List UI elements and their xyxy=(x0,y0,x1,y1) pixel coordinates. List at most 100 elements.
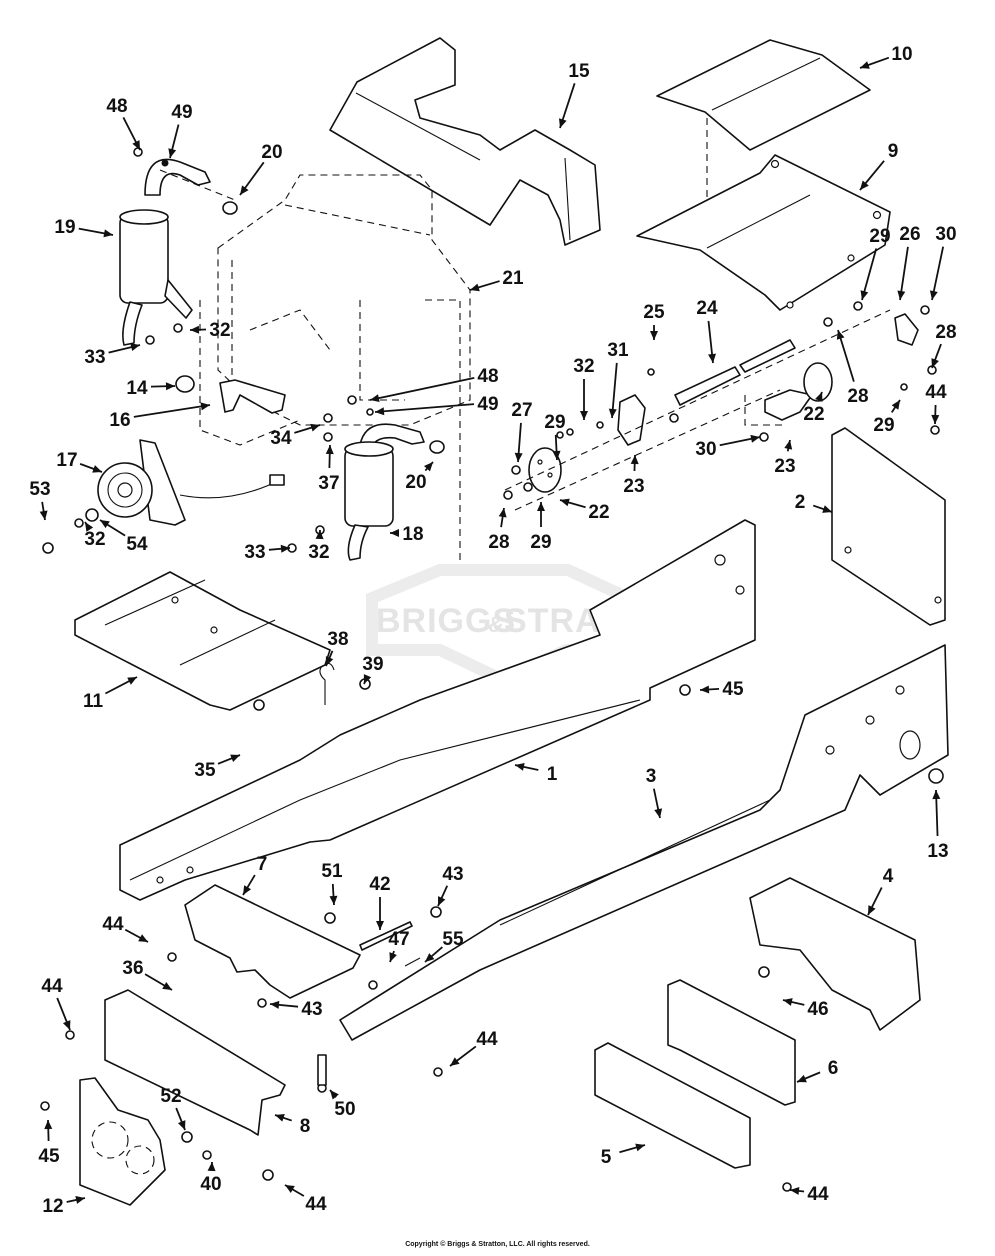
callout-dash-cover[interactable]: 10 xyxy=(859,44,913,69)
callout-screw-45-frame[interactable]: 45 xyxy=(699,679,744,700)
part-dash-cover[interactable] xyxy=(656,39,871,151)
callout-nut-51[interactable]: 51 xyxy=(321,861,343,906)
part-gasket-lower[interactable] xyxy=(429,440,445,454)
part-hood-support[interactable] xyxy=(329,37,601,246)
part-dash-panel[interactable] xyxy=(636,154,891,311)
callout-screw-44-axle-bracket[interactable]: 44 xyxy=(102,914,149,943)
part-muffler-right[interactable] xyxy=(344,423,425,561)
callout-washer-d[interactable]: 29 xyxy=(873,399,901,436)
part-engine[interactable] xyxy=(199,174,471,560)
callout-washer-43-upper[interactable]: 43 xyxy=(437,864,464,907)
callout-screw-44-housing[interactable]: 44 xyxy=(284,1184,327,1215)
part-pin[interactable] xyxy=(359,921,413,951)
callout-lockwasher-muffler-left[interactable]: 32 xyxy=(189,320,231,341)
callout-front-axle-bracket[interactable]: 7 xyxy=(242,854,267,896)
callout-engine-bracket[interactable]: 16 xyxy=(109,402,211,431)
callout-bolt-53[interactable]: 53 xyxy=(29,479,51,521)
part-channel-upper[interactable] xyxy=(667,979,796,1106)
callout-washer-54[interactable]: 54 xyxy=(99,519,148,555)
callout-grommet[interactable]: 13 xyxy=(927,789,949,862)
part-front-bumper-bracket[interactable] xyxy=(104,989,286,1136)
callout-washer-49-left[interactable]: 49 xyxy=(168,102,193,159)
callout-gasket-lower[interactable]: 20 xyxy=(405,461,434,493)
callout-washer-49-right[interactable]: 49 xyxy=(374,394,499,416)
callout-hood-support[interactable]: 15 xyxy=(559,61,590,129)
callout-bolt-left[interactable]: 28 xyxy=(488,507,510,553)
part-engine-bracket[interactable] xyxy=(219,379,286,414)
callout-muffler-left[interactable]: 19 xyxy=(54,217,114,238)
callout-washer-c[interactable]: 29 xyxy=(860,226,891,301)
callout-channel-upper[interactable]: 6 xyxy=(796,1058,838,1083)
callout-screw-48-right[interactable]: 48 xyxy=(369,366,499,403)
part-pin-50[interactable] xyxy=(317,1054,327,1086)
callout-muffler-right[interactable]: 18 xyxy=(390,524,424,545)
callout-pin[interactable]: 42 xyxy=(369,874,391,930)
callout-nut-34[interactable]: 34 xyxy=(270,423,321,449)
part-gear-housing[interactable] xyxy=(79,1077,166,1206)
callout-front-bumper-bracket[interactable]: 8 xyxy=(274,1114,310,1137)
callout-side-plate[interactable]: 2 xyxy=(795,492,833,513)
callout-screw-40[interactable]: 40 xyxy=(200,1161,222,1195)
part-hook[interactable] xyxy=(319,662,335,705)
callout-engine[interactable]: 21 xyxy=(469,268,524,292)
callout-frame-rail-left[interactable]: 1 xyxy=(514,762,558,785)
callout-washer-47[interactable]: 47 xyxy=(388,929,410,963)
callout-bolt-31[interactable]: 31 xyxy=(607,340,629,419)
part-front-axle-bracket[interactable] xyxy=(184,884,361,999)
callout-gear-housing[interactable]: 12 xyxy=(42,1196,86,1217)
part-frame-rail-left[interactable] xyxy=(119,519,756,901)
callout-screw-44-rail[interactable]: 44 xyxy=(449,1029,498,1067)
callout-dash-panel[interactable]: 9 xyxy=(859,141,898,191)
callout-screw-45-housing[interactable]: 45 xyxy=(38,1119,60,1167)
callout-engine-mount-plate[interactable]: 11 xyxy=(83,676,138,712)
callout-nut-middle[interactable]: 30 xyxy=(695,434,761,460)
callout-set-screw[interactable]: 25 xyxy=(643,302,665,340)
callout-screw-muffler-right[interactable]: 33 xyxy=(244,542,291,563)
callout-bearing-block-end[interactable]: 26 xyxy=(897,224,921,301)
part-muffler-left[interactable] xyxy=(119,158,211,346)
part-engine-mount-plate[interactable] xyxy=(74,571,331,711)
callout-flange-left[interactable]: 22 xyxy=(559,498,610,523)
callout-lockwasher-clutch[interactable]: 32 xyxy=(84,521,106,550)
callout-screw-44-channel[interactable]: 44 xyxy=(789,1184,829,1205)
callout-seal[interactable]: 14 xyxy=(126,378,176,399)
callout-shaft[interactable]: 24 xyxy=(696,298,718,364)
callout-bolt-right-lower[interactable]: 28 xyxy=(931,322,957,369)
callout-nut-46[interactable]: 46 xyxy=(782,998,829,1020)
callout-washer-a[interactable]: 29 xyxy=(544,412,566,461)
callout-lockwasher-muffler-right[interactable]: 32 xyxy=(308,529,330,563)
part-gasket-upper[interactable] xyxy=(222,201,238,215)
callout-screw-44-bumper[interactable]: 44 xyxy=(41,976,71,1031)
part-shaft-assembly[interactable] xyxy=(528,313,919,493)
callout-bolt-35[interactable]: 35 xyxy=(194,754,241,781)
callout-nut-52[interactable]: 52 xyxy=(160,1086,186,1131)
part-rear-bracket[interactable] xyxy=(749,877,921,1031)
callout-washer-43-lower[interactable]: 43 xyxy=(269,999,323,1020)
part-side-plate[interactable] xyxy=(831,427,946,626)
part-cotter-pin[interactable] xyxy=(404,957,421,967)
part-electric-clutch[interactable] xyxy=(97,439,285,526)
part-frame-rail-right[interactable] xyxy=(339,644,949,1041)
callout-bearing-block-right[interactable]: 23 xyxy=(774,439,796,477)
callout-screw-muffler-left[interactable]: 33 xyxy=(84,343,141,368)
callout-nut-right[interactable]: 30 xyxy=(929,224,957,301)
callout-washer-b[interactable]: 29 xyxy=(530,502,552,553)
callout-pin-50[interactable]: 50 xyxy=(329,1089,356,1120)
callout-hook[interactable]: 38 xyxy=(325,629,349,667)
callout-screw-44-side-plate[interactable]: 44 xyxy=(925,382,947,425)
callout-rear-bracket[interactable]: 4 xyxy=(867,866,894,916)
callout-nut-39[interactable]: 39 xyxy=(362,654,384,685)
callout-bearing-block-left[interactable]: 23 xyxy=(623,454,645,497)
callout-cotter-pin[interactable]: 55 xyxy=(424,929,464,963)
callout-bolt-36[interactable]: 36 xyxy=(122,958,173,991)
callout-bushing[interactable]: 27 xyxy=(511,400,533,463)
callout-bolt-right-upper[interactable]: 28 xyxy=(836,329,869,407)
callout-screw-48-left[interactable]: 48 xyxy=(106,96,141,151)
callout-gasket-upper[interactable]: 20 xyxy=(239,142,283,196)
callout-channel-lower[interactable]: 5 xyxy=(601,1143,646,1168)
part-seal[interactable] xyxy=(175,375,195,393)
callout-electric-clutch[interactable]: 17 xyxy=(56,450,103,473)
callout-frame-rail-right[interactable]: 3 xyxy=(646,766,663,819)
part-channel-lower[interactable] xyxy=(594,1042,751,1169)
callout-lockwasher-shaft[interactable]: 32 xyxy=(573,356,595,420)
